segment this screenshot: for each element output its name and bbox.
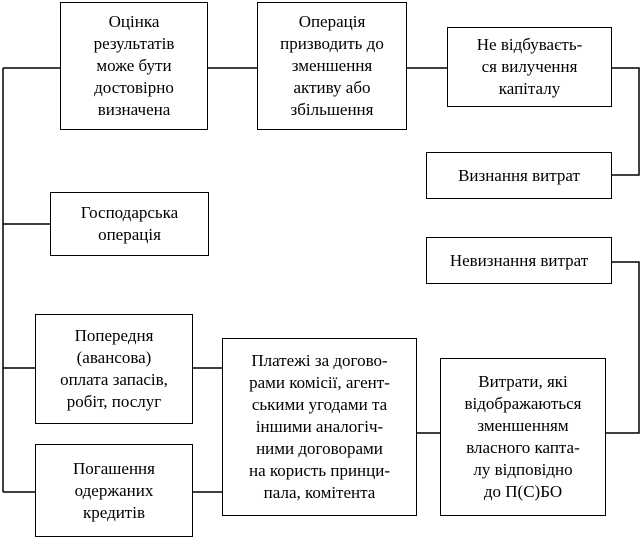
connector-no-withdrawal-to-recognition bbox=[612, 67, 640, 176]
box-no-withdrawal: Не відбуваєть- ся вилучення капіталу bbox=[447, 27, 612, 107]
box-business-operation: Господарська операція bbox=[50, 192, 209, 256]
box-loan-repayment: Погашення одержаних кредитів bbox=[35, 444, 193, 537]
box-non-recognition: Невизнання витрат bbox=[426, 237, 612, 284]
box-capital-reduction-expenses: Витрати, які відображаються зменшенням в… bbox=[440, 358, 606, 516]
box-expense-recognition: Визнання витрат bbox=[426, 152, 612, 199]
box-operation-effect: Операція призводить до зменшення активу … bbox=[257, 2, 407, 130]
box-payments: Платежі за догово- рами комісії, агент- … bbox=[222, 338, 417, 516]
box-prepayment: Попередня (авансова) оплата запасів, роб… bbox=[35, 314, 193, 424]
box-assessment: Оцінка результатів може бути достовірно … bbox=[60, 2, 208, 130]
connector-capital-expenses-to-non-recognition bbox=[606, 261, 640, 434]
